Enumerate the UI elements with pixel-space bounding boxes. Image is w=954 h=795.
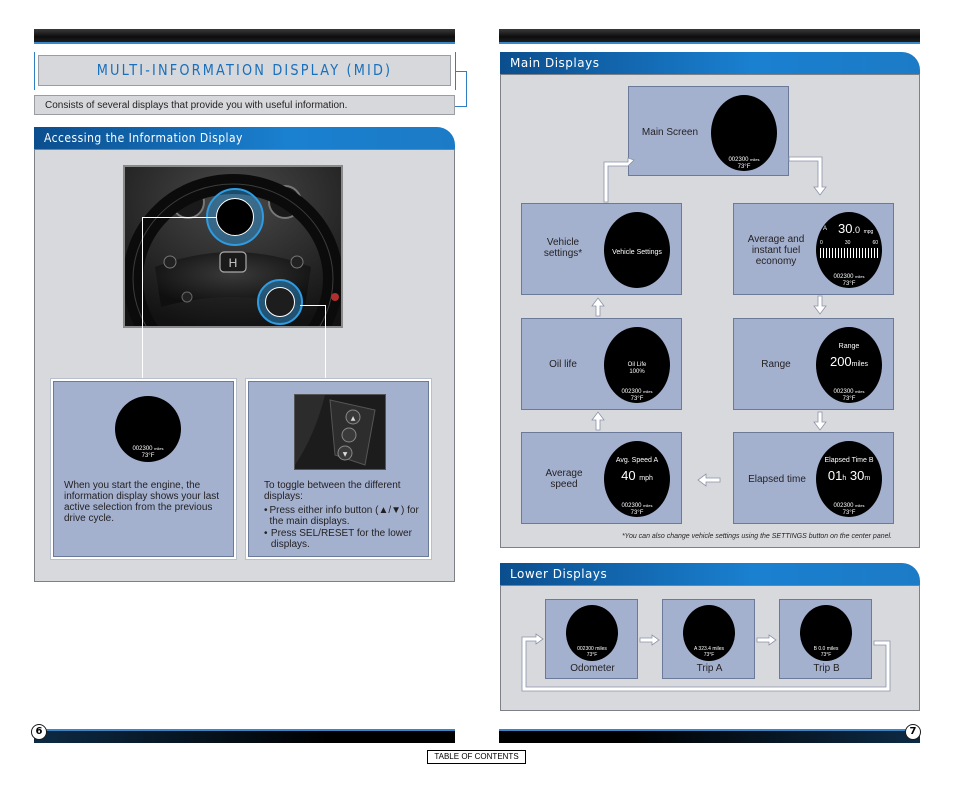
lower-flow-arrows [521,633,891,692]
odometer-card: 002300 miles 73°F Odometer [545,599,638,679]
callout-line-button [325,305,326,380]
trip-a-screen: A 323.4 miles 73°F [683,605,735,661]
odometer-label: Odometer [570,663,615,674]
callout-line-button-h [300,305,326,306]
average-speed-card: Average speed Avg. Speed A 40 mph 002300… [521,432,682,524]
oil-life-screen: Oil Life 100% 002300 miles 73°F [604,327,670,403]
elapsed-time-screen: Elapsed Time B 01h 30m 002300 miles 73°F [816,441,882,517]
callout-line-display [142,217,216,218]
mid-screen-odometer: 002300 miles 73°F [115,396,181,462]
trip-a-label: Trip A [696,663,723,674]
vehicle-settings-card: Vehicle settings* Vehicle Settings [521,203,682,295]
main-screen-card: Main Screen 002300 miles 73°F [628,86,789,176]
svg-text:▼: ▼ [343,451,348,458]
footnote: *You can also change vehicle settings us… [621,533,892,540]
vehicle-settings-screen: Vehicle Settings [604,212,670,288]
section-header-main: Main Displays [500,52,920,74]
startup-display-card: 002300 miles 73°F When you start the eng… [50,378,237,560]
section-header-accessing: Accessing the Information Display [34,127,455,149]
oil-life-card: Oil life Oil Life 100% 002300 miles 73°F [521,318,682,410]
odometer-unit: miles [154,446,164,451]
callout-line-display-v [142,217,143,380]
title-box: MULTI-INFORMATION DISPLAY (MID) [38,55,451,86]
fuel-bar-graph [820,248,878,258]
left-top-bar [34,29,455,44]
lower-displays-title: Lower Displays [510,567,608,581]
startup-description: When you start the engine, the informati… [64,480,220,524]
temperature: 73°F [141,453,155,459]
range-screen: Range 200miles 002300 miles 73°F [816,327,882,403]
bracket-connector [455,71,467,107]
main-displays-title: Main Displays [510,56,600,70]
range-label: Range [761,359,791,370]
elapsed-time-card: Elapsed time Elapsed Time B 01h 30m 0023… [733,432,894,524]
average-speed-screen: Avg. Speed A 40 mph 002300 miles 73°F [604,441,670,517]
mid-screen-highlight [216,198,254,236]
section-header-lower: Lower Displays [500,563,920,585]
toggle-display-card: ▲ ▼ To toggle between the different disp… [245,378,432,560]
main-screen-display: 002300 miles 73°F [711,95,777,171]
main-flow-arrows [591,156,827,487]
steering-buttons-photo: ▲ ▼ [294,394,386,470]
odometer-screen: 002300 miles 73°F [566,605,618,661]
range-card: Range Range 200miles 002300 miles 73°F [733,318,894,410]
elapsed-time-label: Elapsed time [748,474,806,485]
odometer-value: 002300 [132,446,153,452]
trip-b-card: B 0.0 miles 73°F Trip B [779,599,872,679]
svg-text:H: H [229,256,238,270]
toggle-bullet-1: •Press either info button (▲/▼) for the … [264,505,419,527]
steering-wheel-photo: H [123,165,343,328]
toggle-intro: To toggle between the different displays… [264,480,401,502]
toggle-bullet-2: •Press SEL/RESET for the lower displays. [264,528,412,550]
button-highlight-inner [265,287,295,317]
average-speed-label: Average speed [545,468,583,490]
oil-life-label: Oil life [549,359,577,370]
svg-text:▲: ▲ [351,415,356,422]
trip-b-label: Trip B [813,663,840,674]
page-number-right: 7 [905,724,921,740]
right-top-bar [499,29,920,44]
trip-b-screen: B 0.0 miles 73°F [800,605,852,661]
table-of-contents-link[interactable]: TABLE OF CONTENTS [427,750,526,764]
intro-box: Consists of several displays that provid… [34,95,455,115]
fuel-economy-card: Average and instant fuel economy A 30.0 … [733,203,894,295]
section-title: Accessing the Information Display [44,131,243,145]
page-title: MULTI-INFORMATION DISPLAY (MID) [96,61,393,79]
trip-a-card: A 323.4 miles 73°F Trip A [662,599,755,679]
main-screen-label: Main Screen [641,127,699,138]
right-bottom-bar [499,729,920,743]
intro-text: Consists of several displays that provid… [45,100,348,111]
fuel-economy-label: Average and instant fuel economy [747,234,805,267]
steering-wheel-image: H [125,167,341,326]
left-bottom-bar [34,729,455,743]
page-number-left: 6 [31,724,47,740]
vehicle-settings-label: Vehicle settings* [543,237,583,259]
